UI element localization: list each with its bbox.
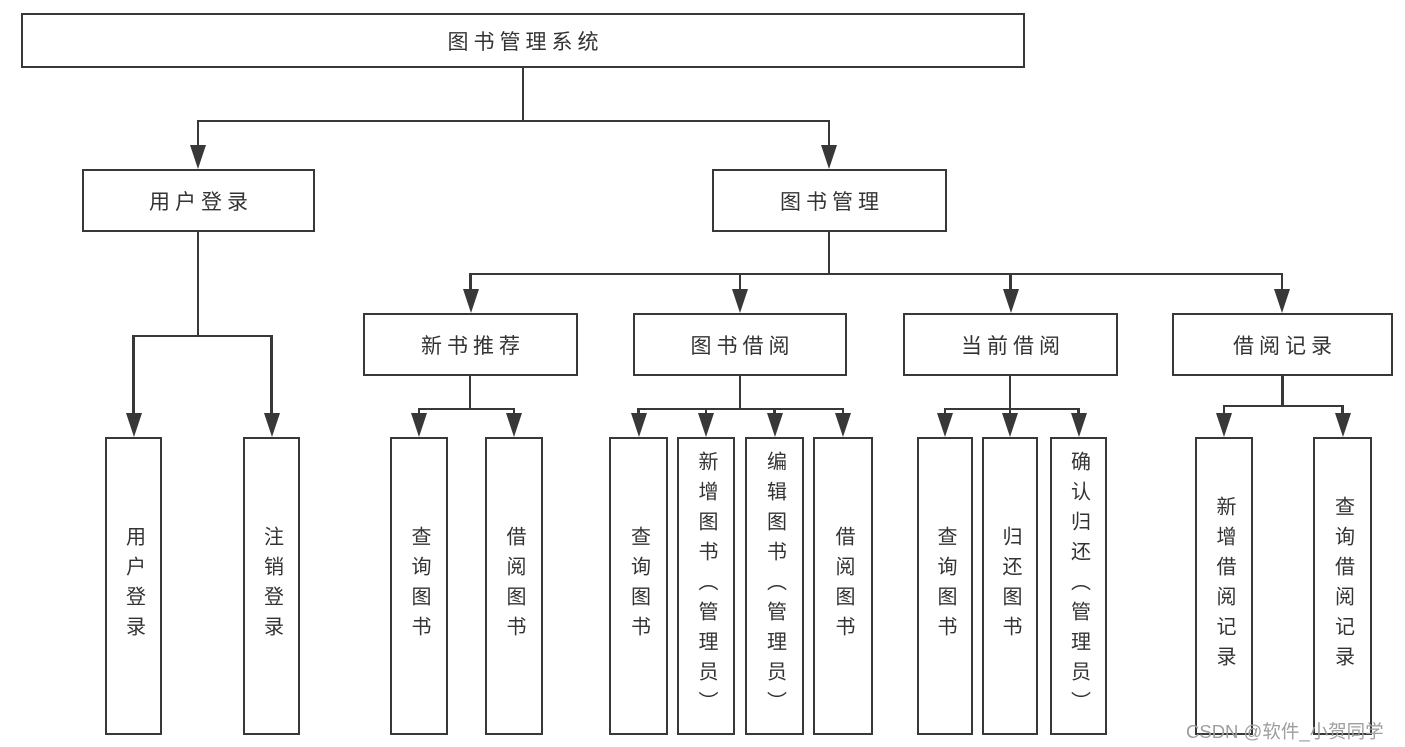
- leaf-borrow-add-book: 新增图书（管理员）: [677, 437, 735, 735]
- leaf-records-add: 新增借阅记录: [1195, 437, 1253, 735]
- connector-line: [1008, 407, 1012, 418]
- connector-line: [1222, 404, 1344, 407]
- leaf-newbooks-query-label: 查询图书: [408, 526, 430, 646]
- connector-line: [738, 272, 742, 293]
- arrow-down-icon: [766, 413, 783, 437]
- connector-line: [1280, 272, 1284, 293]
- arrow-down-icon: [263, 413, 280, 437]
- connector-line: [637, 407, 640, 418]
- node-book-borrow-label: 图书借阅: [690, 334, 795, 358]
- node-user-login: 用户登录: [82, 169, 315, 232]
- arrow-down-icon: [1274, 289, 1290, 313]
- node-book-manage: 图书管理: [712, 169, 947, 232]
- leaf-current-confirm-return-label: 确认归还（管理员）: [1067, 451, 1090, 721]
- connector-line: [1009, 272, 1012, 293]
- arrow-down-icon: [190, 145, 206, 169]
- node-user-login-label: 用户登录: [149, 190, 253, 214]
- csdn-watermark: CSDN @软件_小贺同学: [1186, 721, 1384, 742]
- arrow-down-icon: [630, 413, 647, 437]
- connector-line: [943, 407, 947, 418]
- arrow-down-icon: [821, 145, 837, 169]
- connector-line: [469, 272, 472, 293]
- node-root-label: 图书管理系统: [447, 30, 604, 54]
- connector-line: [469, 272, 1284, 275]
- connector-line: [196, 119, 200, 148]
- arrow-down-icon: [462, 289, 479, 313]
- connector-line: [132, 334, 273, 337]
- leaf-logout: 注销登录: [243, 437, 300, 735]
- connector-line: [417, 407, 421, 418]
- arrow-down-icon: [937, 413, 953, 437]
- connector-line: [738, 376, 742, 410]
- leaf-newbooks-query: 查询图书: [390, 437, 448, 735]
- connector-line: [704, 407, 708, 418]
- arrow-down-icon: [125, 413, 142, 437]
- connector-line: [468, 376, 472, 410]
- arrow-down-icon: [1070, 413, 1087, 437]
- leaf-current-confirm-return: 确认归还（管理员）: [1050, 437, 1107, 735]
- arrow-down-icon: [698, 413, 714, 437]
- connector-line: [773, 407, 776, 418]
- connector-line: [1341, 404, 1344, 418]
- leaf-records-query-label: 查询借阅记录: [1331, 496, 1354, 676]
- connector-line: [637, 407, 845, 410]
- leaf-borrow-query-label: 查询图书: [627, 526, 650, 646]
- connector-line: [827, 119, 831, 148]
- leaf-current-query-label: 查询图书: [934, 526, 956, 646]
- connector-line: [1222, 404, 1226, 418]
- leaf-logout-label: 注销登录: [260, 526, 283, 646]
- arrow-down-icon: [1002, 289, 1019, 313]
- arrow-down-icon: [1002, 413, 1018, 437]
- arrow-down-icon: [835, 413, 851, 437]
- connector-line: [1281, 376, 1284, 407]
- leaf-current-return-label: 归还图书: [999, 526, 1021, 646]
- leaf-newbooks-borrow-label: 借阅图书: [503, 526, 525, 646]
- leaf-user-login: 用户登录: [105, 437, 162, 735]
- node-borrow-records: 借阅记录: [1172, 313, 1393, 376]
- node-current-borrow: 当前借阅: [903, 313, 1118, 376]
- node-book-borrow: 图书借阅: [633, 313, 847, 376]
- connector-line: [827, 232, 831, 275]
- node-current-borrow-label: 当前借阅: [961, 334, 1065, 358]
- connector-line: [1008, 376, 1012, 410]
- arrow-down-icon: [411, 413, 427, 437]
- connector-line: [270, 334, 273, 417]
- node-borrow-records-label: 借阅记录: [1233, 334, 1337, 358]
- arrow-down-icon: [732, 289, 748, 313]
- arrow-down-icon: [506, 413, 522, 437]
- connector-line: [521, 68, 525, 122]
- leaf-borrow-edit-book-label: 编辑图书（管理员）: [763, 451, 786, 721]
- connector-line: [417, 407, 516, 410]
- leaf-borrow-borrow-book-label: 借阅图书: [832, 526, 854, 646]
- leaf-current-query: 查询图书: [917, 437, 973, 735]
- leaf-newbooks-borrow: 借阅图书: [485, 437, 543, 735]
- connector-line: [1077, 407, 1080, 418]
- leaf-borrow-query: 查询图书: [609, 437, 668, 735]
- node-book-manage-label: 图书管理: [780, 190, 884, 214]
- leaf-borrow-add-book-label: 新增图书（管理员）: [695, 451, 717, 721]
- arrow-down-icon: [1334, 413, 1351, 437]
- leaf-current-return: 归还图书: [982, 437, 1038, 735]
- leaf-records-add-label: 新增借阅记录: [1213, 496, 1235, 676]
- connector-line: [512, 407, 516, 418]
- arrow-down-icon: [1216, 413, 1232, 437]
- node-root: 图书管理系统: [21, 13, 1025, 68]
- connector-line: [132, 334, 135, 417]
- connector-line: [943, 407, 1080, 410]
- node-new-books: 新书推荐: [363, 313, 578, 376]
- leaf-user-login-label: 用户登录: [122, 526, 145, 646]
- connector-line: [841, 407, 845, 418]
- leaf-borrow-borrow-book: 借阅图书: [813, 437, 873, 735]
- connector-line: [196, 119, 831, 122]
- leaf-records-query: 查询借阅记录: [1313, 437, 1372, 735]
- leaf-borrow-edit-book: 编辑图书（管理员）: [745, 437, 804, 735]
- node-new-books-label: 新书推荐: [421, 334, 525, 358]
- connector-line: [196, 232, 200, 337]
